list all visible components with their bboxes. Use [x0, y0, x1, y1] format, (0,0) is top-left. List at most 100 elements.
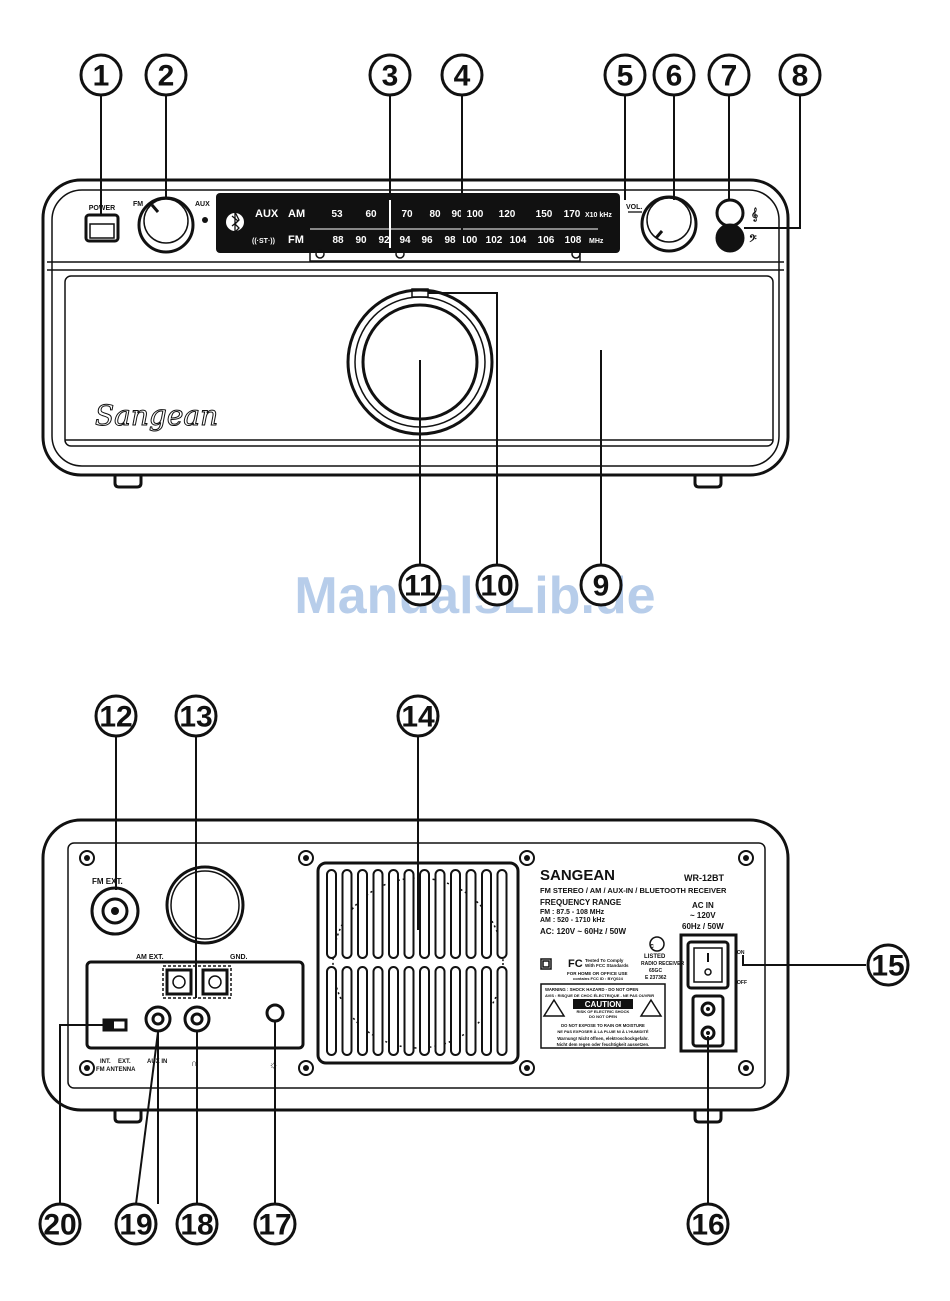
- callout-4: 4: [440, 53, 484, 97]
- leader-lines: [59, 95, 866, 1204]
- lead-19: [135, 1031, 159, 1205]
- callout-number: 1: [93, 60, 110, 93]
- fm-ext-label: FM EXT.: [92, 877, 123, 886]
- callout-number: 3: [382, 60, 399, 93]
- vent-slot: [372, 966, 384, 1056]
- front-foot-left: [113, 475, 143, 489]
- volume-knob[interactable]: [640, 195, 698, 253]
- callout-number: 5: [617, 60, 634, 93]
- vent-slot: [388, 966, 399, 1056]
- main-power-switch[interactable]: [686, 940, 730, 990]
- brand-logo-script: Sangean: [95, 399, 218, 432]
- warn-5: Warnung! Nicht öffnen, elektroschockgefa…: [557, 1036, 649, 1041]
- on-label: ON: [737, 950, 745, 956]
- callout-number: 10: [480, 570, 513, 603]
- ac-hz-label: 60Hz / 50W: [682, 922, 724, 931]
- callout-number: 15: [871, 950, 904, 983]
- aux-label: AUX: [195, 201, 210, 208]
- warn-6: Nicht dem regen oder feuchtigkeit ausset…: [557, 1042, 650, 1047]
- callout-number: 12: [99, 701, 132, 734]
- tuning-dial-window: [216, 193, 620, 253]
- callout-circle: [398, 563, 442, 607]
- am-ext-terminal[interactable]: [165, 968, 193, 996]
- vent-slot: [434, 869, 446, 959]
- callout-number: 14: [401, 701, 435, 734]
- vent-slot: [481, 869, 492, 959]
- am-unit: X10 kHz: [585, 212, 612, 219]
- headphone-icon: ∩: [191, 1058, 198, 1068]
- vent-slot: [341, 869, 353, 959]
- callout-number: 13: [179, 701, 212, 734]
- warning-triangle-right-icon: [639, 998, 663, 1017]
- fm-scale-value: 108: [565, 235, 582, 246]
- back-brand: SANGEAN: [540, 867, 615, 884]
- ext-label: EXT.: [118, 1059, 131, 1065]
- callout-circle: [368, 53, 412, 97]
- fm-scale-value: 90: [355, 235, 367, 246]
- vent-slot: [419, 869, 430, 959]
- dimmer-button[interactable]: [265, 1003, 285, 1023]
- ul-listed-2: RADIO RECEIVER: [641, 961, 684, 967]
- screw-center: [303, 1065, 309, 1071]
- callout-circle: [94, 694, 138, 738]
- am-scale-value: 90: [451, 209, 463, 220]
- fm-scale-value: 100: [461, 235, 478, 246]
- band-selector-knob[interactable]: [137, 196, 195, 254]
- freq-am: AM : 520 - 1710 kHz: [540, 917, 605, 924]
- int-label: INT.: [100, 1059, 111, 1065]
- headphone-jack[interactable]: [183, 1005, 211, 1033]
- vent-slot: [341, 966, 353, 1056]
- callout-circle: [144, 53, 188, 97]
- callout-16: 16: [686, 1202, 730, 1246]
- dial-fm-label: FM: [288, 234, 304, 246]
- ul-listed-3: 65GC: [649, 968, 662, 974]
- gnd-terminal[interactable]: [201, 968, 229, 996]
- fcc-text-4: contains FCC ID : BYQ024: [573, 976, 624, 981]
- callout-circle: [866, 943, 910, 987]
- callout-11: 11: [398, 563, 442, 607]
- callout-circle: [579, 563, 623, 607]
- bass-knob[interactable]: [715, 223, 745, 253]
- fm-scale-value: 96: [421, 235, 433, 246]
- am-scale-value: 150: [536, 209, 553, 220]
- aux-in-jack[interactable]: [144, 1005, 172, 1033]
- callout-2: 2: [144, 53, 188, 97]
- callout-circle: [175, 1202, 219, 1246]
- callout-number: 18: [180, 1209, 213, 1242]
- callout-13: 13: [174, 694, 218, 738]
- treble-knob[interactable]: [715, 198, 745, 228]
- vent-slot: [496, 966, 508, 1056]
- callout-number: 19: [119, 1209, 152, 1242]
- fm-scale-value: 98: [444, 235, 456, 246]
- warn-1: WARNING : SHOCK HAZARD - DO NOT OPEN: [545, 987, 638, 992]
- fm-unit: MHz: [589, 238, 604, 245]
- vent-slot: [419, 966, 430, 1056]
- callout-number: 8: [792, 60, 809, 93]
- am-scale-value: 53: [331, 209, 343, 220]
- model-number: WR-12BT: [684, 873, 725, 883]
- vent-slot: [403, 869, 415, 959]
- am-ext-label: AM EXT.: [136, 954, 164, 961]
- callout-number: 11: [404, 570, 436, 603]
- front-foot-right: [693, 475, 723, 489]
- fcc-text-2: With FCC Standards: [585, 963, 629, 968]
- callout-17: 17: [253, 1202, 297, 1246]
- vent-slot: [388, 869, 399, 959]
- warn-3: DO NOT EXPOSE TO RAIN OR MOISTURE: [561, 1023, 645, 1028]
- am-scale-value: 80: [429, 209, 441, 220]
- callout-circle: [652, 53, 696, 97]
- dial-aux-label: AUX: [255, 208, 279, 220]
- ul-listed-4: E 237362: [645, 975, 667, 981]
- callout-number: 7: [721, 60, 738, 93]
- callout-circle: [79, 53, 123, 97]
- treble-icon: 𝄞: [751, 206, 758, 222]
- dial-am-label: AM: [288, 208, 305, 220]
- callout-circle: [38, 1202, 82, 1246]
- fm-scale-value: 102: [486, 235, 503, 246]
- fm-label: FM: [133, 201, 143, 208]
- callout-circle: [778, 53, 822, 97]
- vent-slot: [326, 966, 337, 1056]
- power-button[interactable]: [84, 213, 120, 243]
